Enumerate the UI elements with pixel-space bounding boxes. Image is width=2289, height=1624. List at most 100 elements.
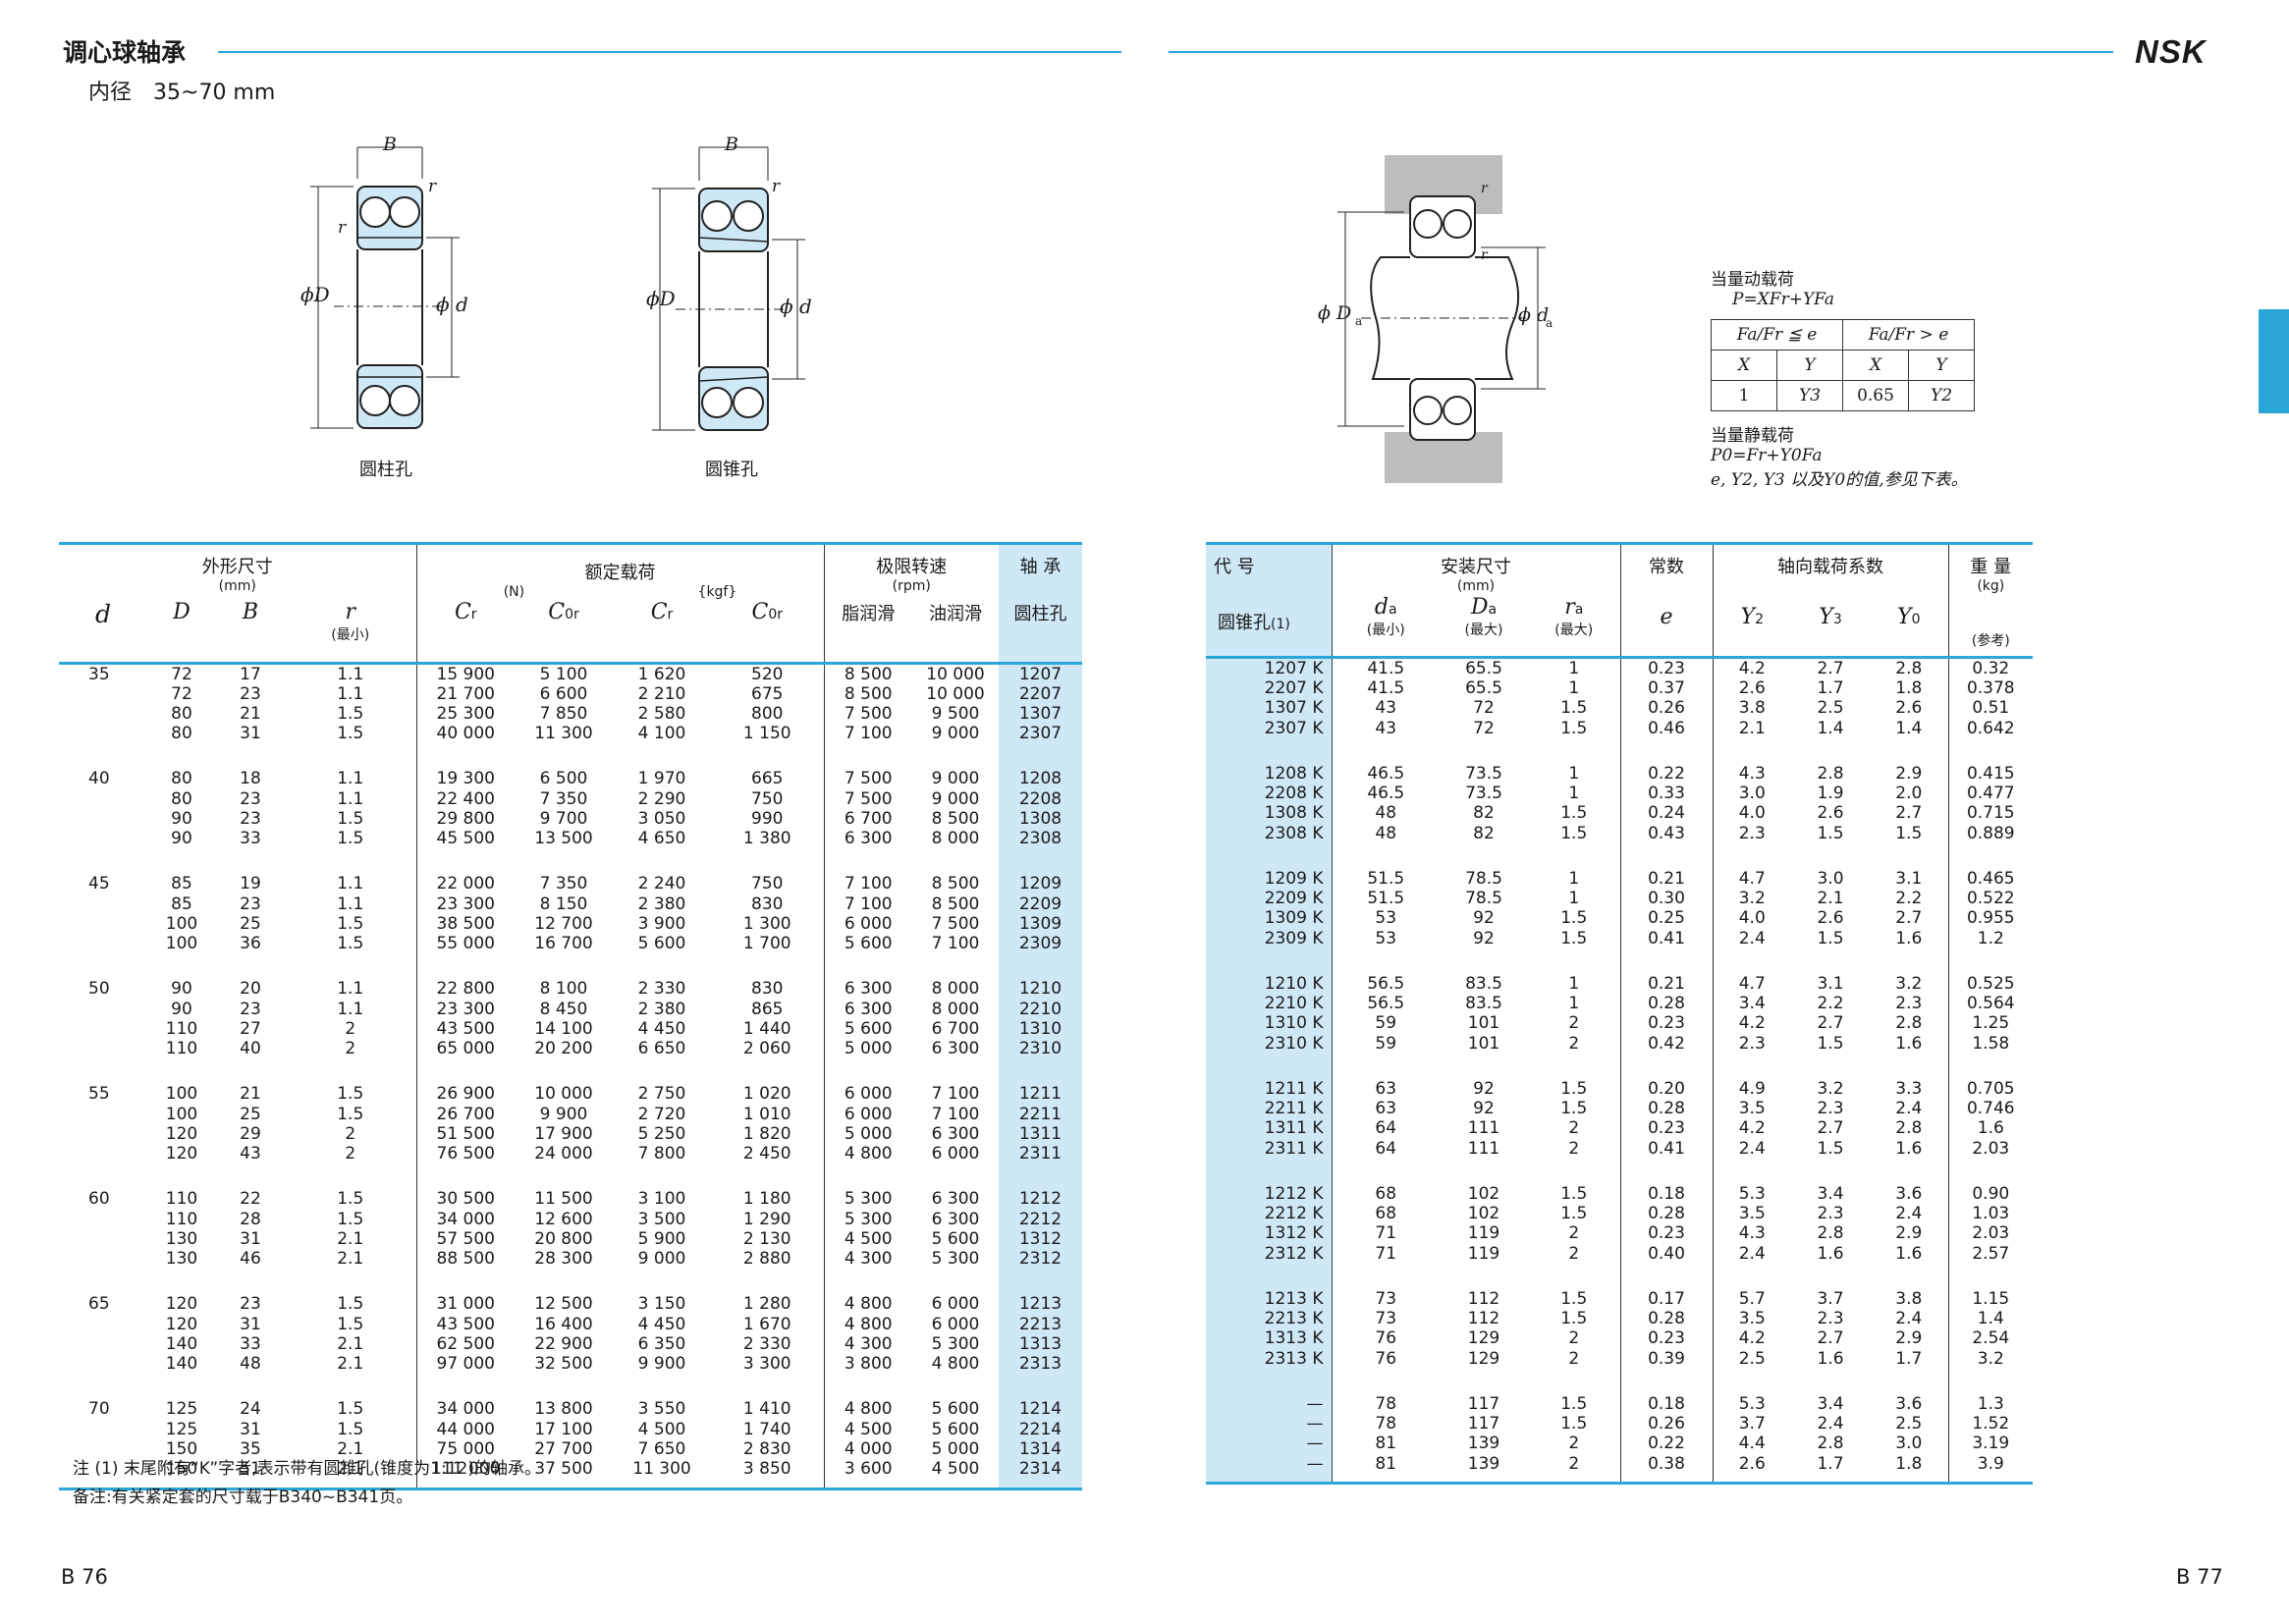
load-C0r-kgf: 1 180 — [742, 1189, 791, 1210]
page-number-left: B 76 — [61, 1565, 108, 1589]
chamfer-r: 1.5 — [337, 808, 364, 829]
bore-d-empty — [59, 1039, 147, 1058]
width-B: 51 — [240, 1459, 261, 1480]
load-Cr-N: 26 900 — [415, 1084, 515, 1105]
bore-d: 65 — [88, 1294, 110, 1315]
bore-d-empty — [59, 704, 147, 724]
load-C0r-N: 13 500 — [534, 829, 593, 849]
group-spacer — [59, 953, 1082, 980]
weight-kg: 2.57 — [1947, 1243, 2034, 1264]
spacer-cell — [823, 848, 912, 875]
load-Cr-N: 22 400 — [415, 788, 515, 809]
mount-da-min: 76 — [1331, 1348, 1440, 1369]
spacer-cell — [415, 743, 515, 770]
spacer-cell — [59, 1164, 147, 1189]
spacer-cell — [1206, 737, 1332, 764]
spacer-cell — [999, 1058, 1082, 1085]
group-spacer — [1206, 842, 2034, 869]
width-B: 28 — [240, 1209, 261, 1229]
speed-grease: 5 000 — [823, 1123, 912, 1145]
weight-kg: 2.03 — [1947, 1138, 2034, 1159]
bore-d-empty — [59, 1354, 147, 1374]
spacer-cell — [711, 1058, 824, 1084]
width-B: 23 — [240, 999, 261, 1019]
hdr-note-ref: (1) — [1271, 616, 1290, 632]
mount-ra-max: 2 — [1568, 1118, 1580, 1139]
bore-d-empty — [59, 1229, 147, 1249]
mount-ra-max: 1.5 — [1560, 718, 1588, 738]
mount-da-min: 71 — [1331, 1243, 1440, 1264]
spacer-cell — [216, 1164, 285, 1189]
hdr-const: 常数 — [1649, 557, 1685, 577]
mount-da-min: 41.5 — [1331, 678, 1440, 699]
spacer-cell — [1870, 1159, 1948, 1184]
speed-grease: 7 500 — [823, 703, 912, 725]
end-cell — [1440, 1474, 1528, 1484]
spacer-cell — [823, 1164, 912, 1190]
speed-grease: 3 800 — [823, 1354, 912, 1375]
width-B: 31 — [240, 1314, 261, 1334]
end-cell — [1528, 1474, 1620, 1484]
load-Cr-N: 21 700 — [415, 683, 515, 704]
factor-Y0: 3.3 — [1895, 1078, 1923, 1099]
chamfer-r: 1.5 — [337, 1314, 364, 1334]
load-Cr-kgf: 7 650 — [637, 1438, 686, 1459]
spacer-cell — [912, 848, 999, 874]
factor-Y2: 4.9 — [1712, 1078, 1792, 1100]
const-e: 0.28 — [1619, 994, 1714, 1014]
factor-Y2: 2.1 — [1712, 718, 1792, 738]
spacer-cell — [1528, 843, 1620, 869]
const-e: 0.28 — [1619, 1099, 1714, 1119]
bearing-number: 2313 — [999, 1354, 1082, 1375]
load-Cr-N: 38 500 — [415, 913, 515, 935]
const-e: 0.18 — [1619, 1183, 1714, 1205]
bearing-number: 1311 — [999, 1123, 1082, 1145]
load-C0r-N: 10 000 — [534, 1084, 593, 1105]
bearing-number: 2312 — [999, 1249, 1082, 1270]
spacer-cell — [999, 848, 1082, 875]
load-C0r-N: 12 700 — [534, 913, 593, 934]
factor-Y3: 2.7 — [1817, 1328, 1844, 1349]
mount-da-min: 64 — [1331, 1118, 1440, 1139]
spacer-cell — [1870, 1054, 1948, 1079]
spacer-cell — [1619, 1053, 1714, 1079]
load-Cr-N: 23 300 — [415, 999, 515, 1019]
mount-ra-max: 1.5 — [1560, 803, 1588, 824]
load-C0r-kgf: 1 440 — [742, 1018, 791, 1039]
weight-kg: 1.58 — [1947, 1033, 2034, 1054]
bore-d-empty — [59, 914, 147, 934]
mount-da-min: 76 — [1331, 1328, 1440, 1349]
factor-Y3: 2.8 — [1817, 1434, 1844, 1454]
load-C0r-N: 8 100 — [539, 979, 588, 1000]
outer-D: 90 — [171, 829, 192, 849]
spacer-cell — [823, 1058, 912, 1085]
spacer-cell — [285, 953, 416, 979]
factor-Y3: 3.7 — [1817, 1288, 1844, 1309]
mount-ra-max: 1.5 — [1560, 1099, 1588, 1119]
speed-oil: 8 000 — [931, 979, 980, 1000]
bearing-number: 1212 — [999, 1189, 1082, 1210]
outer-D: 120 — [165, 1144, 198, 1164]
factor-Y3: 1.6 — [1817, 1348, 1844, 1369]
tapered-bore-code: 2207 K — [1206, 678, 1332, 699]
const-e: 0.28 — [1619, 1204, 1714, 1224]
spacer-cell — [216, 1269, 285, 1294]
factor-Y3: 2.3 — [1817, 1099, 1844, 1119]
bore-d-empty — [59, 684, 147, 704]
hdr-Y2: Y — [1908, 350, 1975, 381]
bore-d-empty — [59, 1210, 147, 1229]
fig3-label-ra: r — [1481, 181, 1488, 196]
bore-d-empty — [59, 1334, 147, 1354]
const-e: 0.26 — [1619, 1414, 1714, 1435]
factor-Y3: 3.2 — [1817, 1078, 1844, 1099]
spacer-cell — [823, 1374, 912, 1400]
chamfer-r: 1.5 — [337, 724, 364, 744]
load-C0r-N: 12 500 — [534, 1294, 593, 1315]
spacer-cell — [613, 1374, 711, 1399]
mount-ra-max: 2 — [1568, 1013, 1580, 1034]
spacer-cell — [999, 953, 1082, 980]
